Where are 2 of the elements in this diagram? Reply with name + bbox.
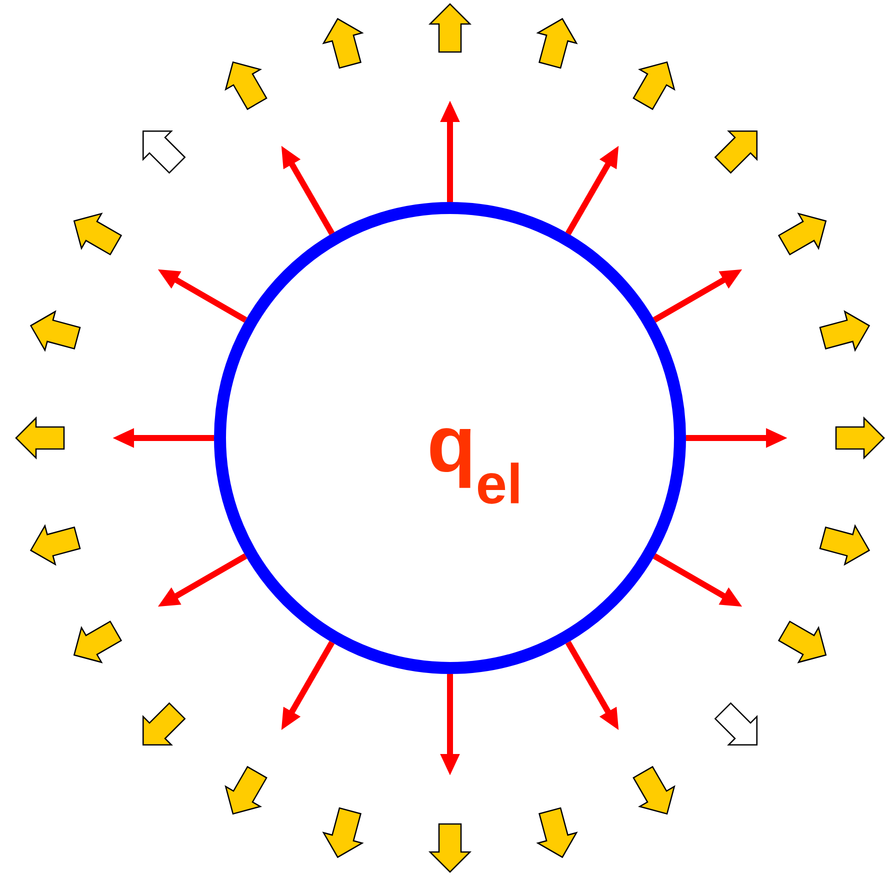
- charge-label: q$_{el}$: [430, 428, 519, 504]
- circle: [214, 202, 686, 674]
